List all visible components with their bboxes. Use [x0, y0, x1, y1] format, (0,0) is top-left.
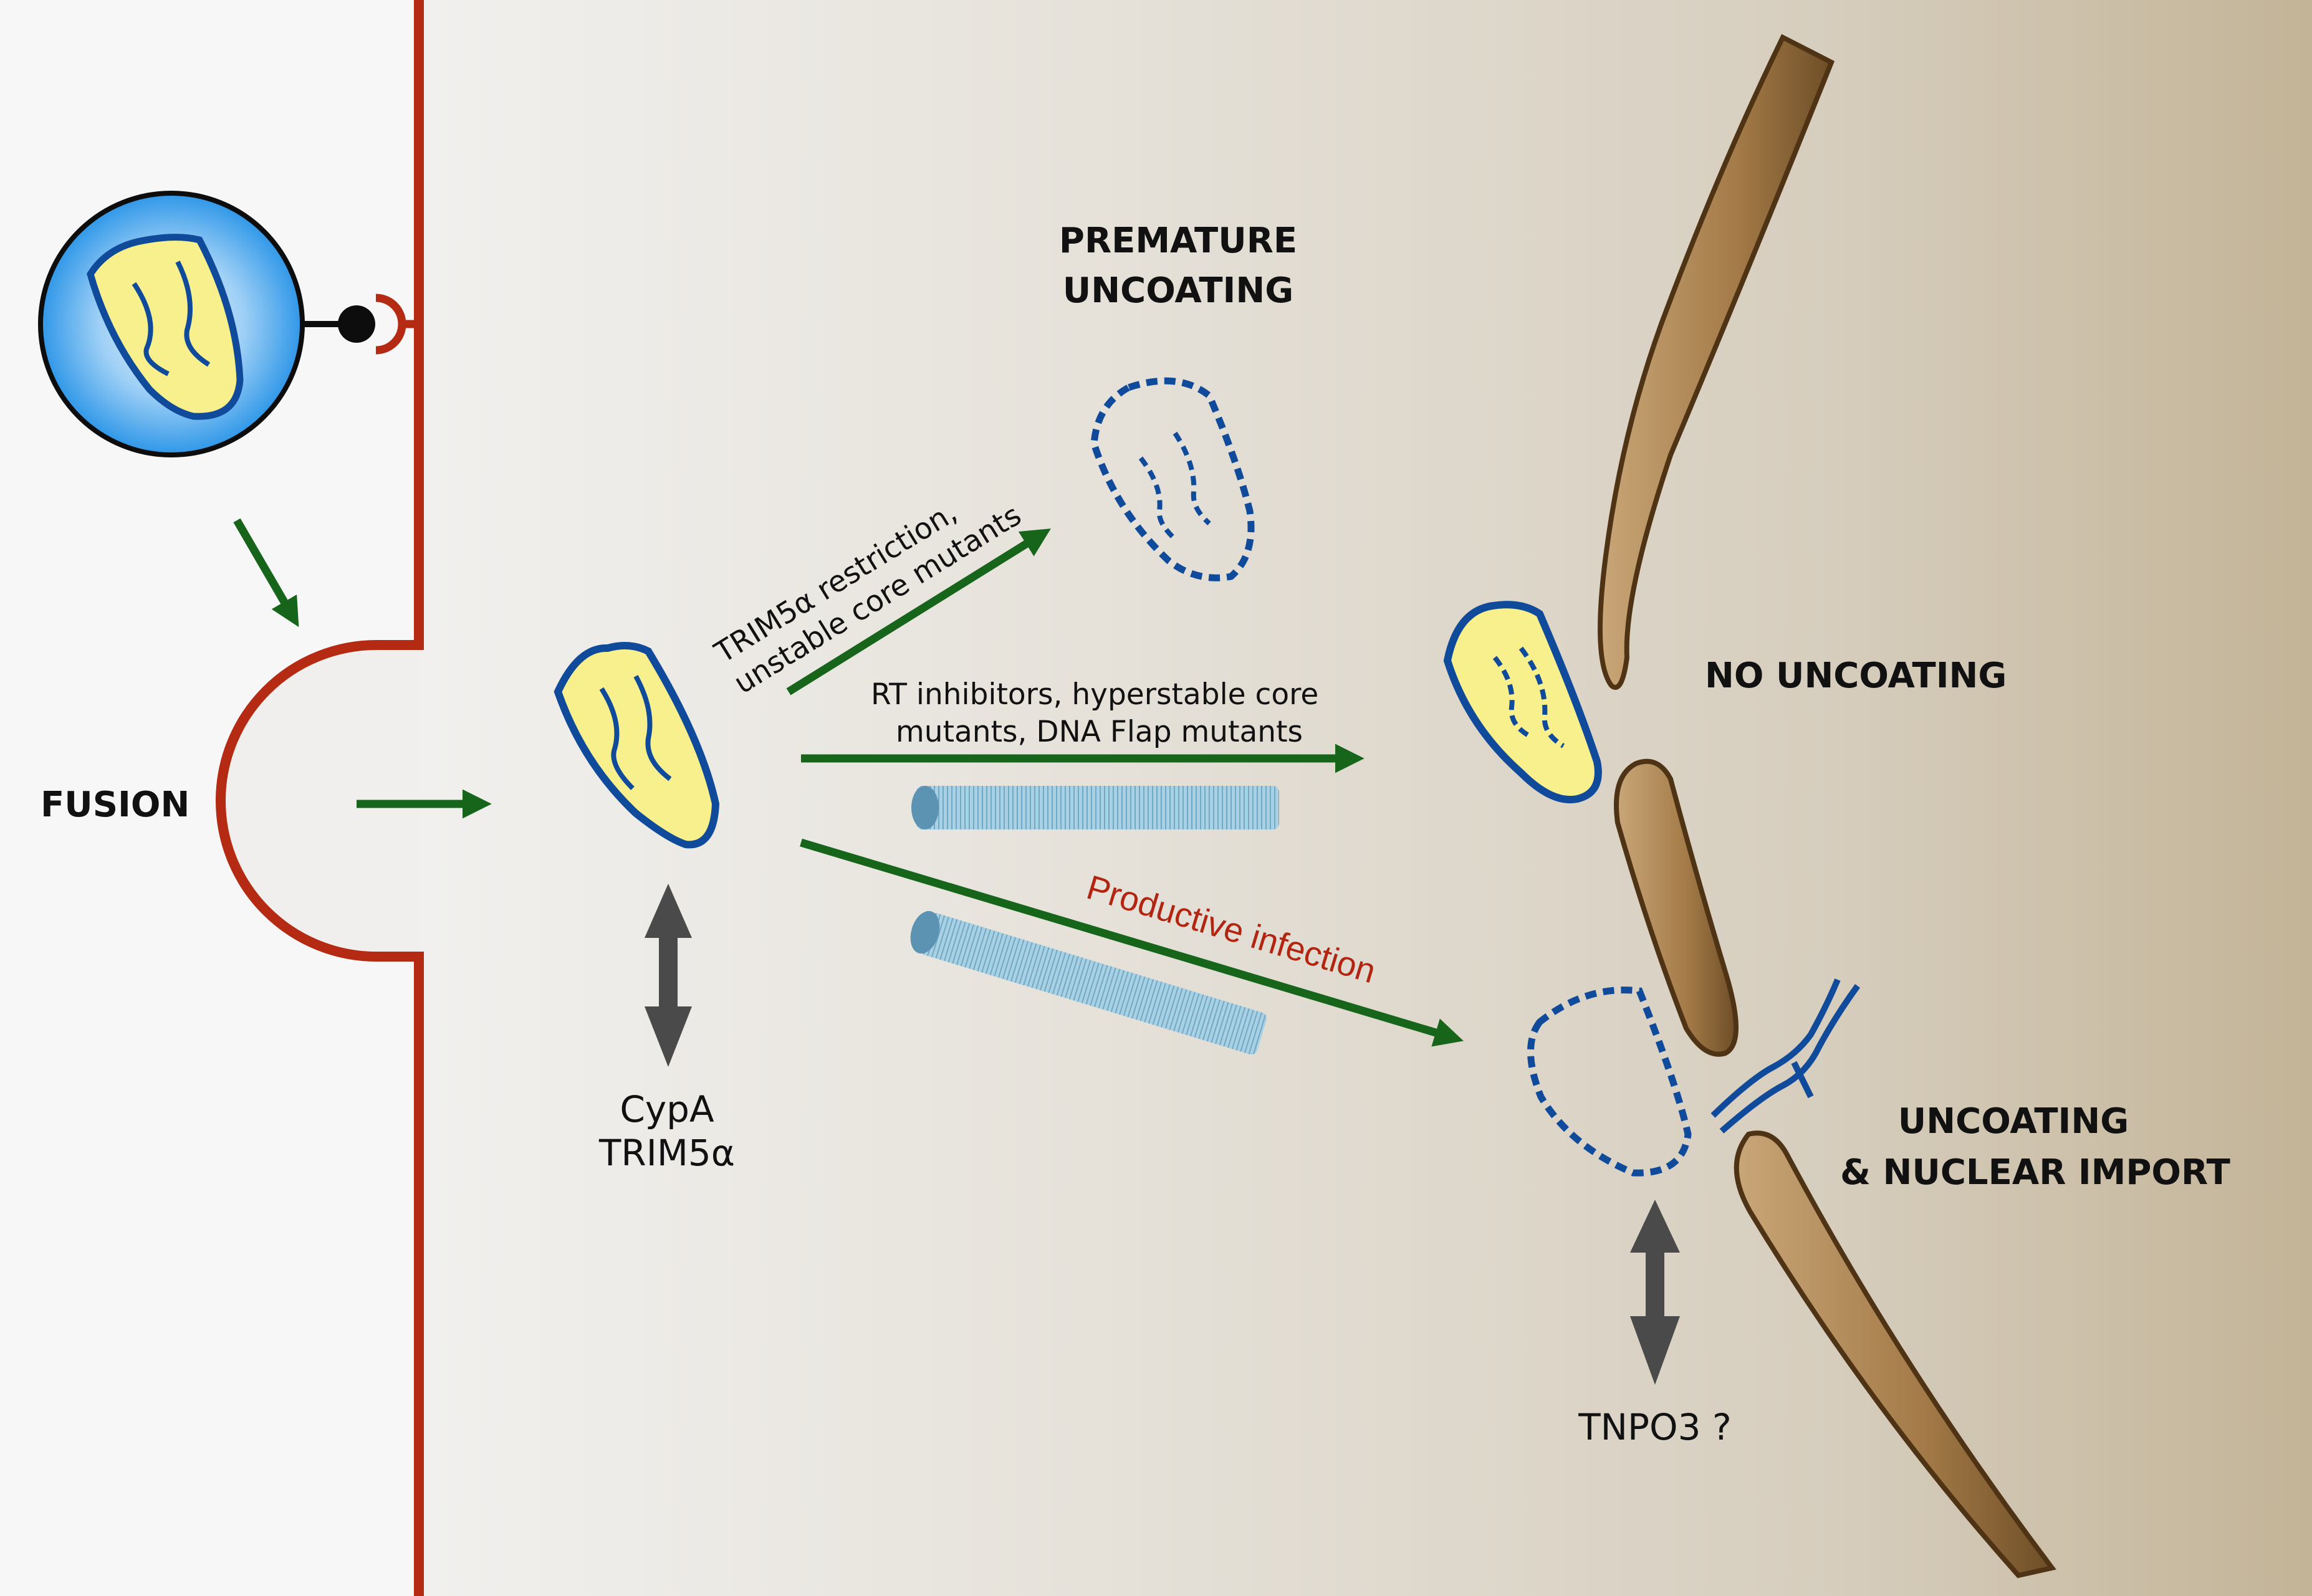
nuclear-envelope: [1598, 34, 2056, 1579]
microtubule-icon: [911, 786, 1279, 829]
fusion-pocket: [221, 645, 419, 957]
receptor-icon: [375, 294, 419, 355]
arrow-productive-infection: [800, 838, 1464, 1047]
intact-core-at-pore: [1443, 601, 1602, 803]
cypa-trim5a-double-arrow: [645, 884, 692, 1067]
uncoating-label-line1: UNCOATING: [1898, 1101, 2129, 1142]
tnpo3-label: TNPO3 ?: [1578, 1406, 1732, 1448]
dna-icon: [1710, 978, 1861, 1134]
rt-inhibitors-label-line2: mutants, DNA Flap mutants: [896, 715, 1303, 749]
dna-icon: [599, 687, 635, 790]
fusion-label: FUSION: [41, 785, 189, 825]
no-uncoating-label: NO UNCOATING: [1705, 656, 2007, 696]
capsid-core: [554, 642, 720, 849]
cytoplasm: [419, 0, 2312, 1596]
microtubule-icon: [910, 910, 1267, 1055]
uncoating-label-line2: & NUCLEAR IMPORT: [1840, 1152, 2230, 1193]
premature-label-line2: UNCOATING: [1063, 270, 1293, 311]
premature-label-line1: PREMATURE: [1059, 221, 1297, 261]
capsid-icon: [87, 234, 244, 420]
cypa-label: CypA: [620, 1088, 714, 1130]
uncoated-capsid: [1527, 987, 1692, 1177]
trim5a-label: TRIM5α: [598, 1132, 735, 1174]
rt-inhibitors-label-line1: RT inhibitors, hyperstable core: [871, 677, 1318, 712]
arrow-premature-uncoating: [786, 528, 1051, 695]
dna-icon: [633, 675, 672, 781]
virion-icon: [38, 191, 375, 457]
plasma-membrane: [216, 0, 424, 1596]
premature-uncoated-capsid: [1090, 377, 1255, 581]
arrow-virion-to-fusion: [233, 518, 299, 628]
capsid-icon: [554, 642, 720, 849]
capsid-icon: [1443, 601, 1602, 803]
tnpo3-double-arrow: [1630, 1200, 1680, 1385]
